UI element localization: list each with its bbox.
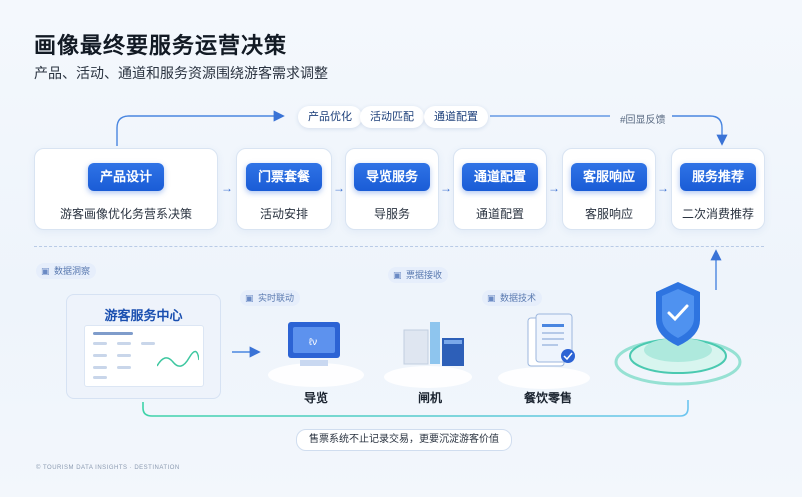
device-label-guide: 导览 (304, 391, 329, 405)
card-guide-service[interactable]: 导览服务 导服务 (345, 148, 439, 230)
page-title: 画像最终要服务运营决策 (34, 33, 288, 58)
arrow-icon: → (657, 181, 669, 195)
tag-realtime-link: 实时联动 (240, 290, 301, 306)
card-desc: 通道配置 (475, 207, 524, 221)
card-ticket-package[interactable]: 门票套餐 活动安排 (236, 148, 332, 230)
pill-activity-match[interactable]: 活动匹配 (360, 106, 424, 128)
arrow-icon: → (221, 181, 233, 195)
shield-platform-icon (614, 282, 742, 386)
tag-data-insight: 数据洞察 (36, 263, 97, 279)
center-title: 游客服务中心 (104, 308, 183, 323)
tag-data-tech: 数据技术 (482, 290, 543, 306)
svg-text:ℓν: ℓν (309, 337, 317, 348)
gate-icon (403, 322, 464, 366)
receipt-icon (527, 313, 575, 367)
footer-caption: © TOURISM DATA INSIGHTS · DESTINATION (36, 465, 180, 471)
visitor-service-center[interactable]: 游客服务中心 (66, 294, 221, 399)
card-product-design[interactable]: 产品设计 游客画像优化务营系决策 (34, 148, 218, 230)
pill-product-optimize[interactable]: 产品优化 (298, 106, 362, 128)
arrow-icon: → (333, 181, 345, 195)
card-badge: 门票套餐 (245, 163, 323, 191)
tag-ticket-receive: 票据接收 (388, 267, 449, 283)
card-service-recommend[interactable]: 服务推荐 二次消费推荐 (671, 148, 765, 230)
card-customer-service[interactable]: 客服响应 客服响应 (562, 148, 656, 230)
bottom-note: 售票系统不止记录交易，更要沉淀游客价值 (296, 429, 512, 451)
card-desc: 导服务 (373, 207, 410, 221)
card-badge: 服务推荐 (679, 163, 757, 191)
card-badge: 客服响应 (570, 163, 648, 191)
card-desc: 活动安排 (259, 207, 308, 221)
card-desc: 二次消费推荐 (681, 207, 754, 221)
card-desc: 游客画像优化务营系决策 (59, 207, 192, 221)
guide-screen-icon: ℓν (288, 322, 340, 366)
page-subtitle: 产品、活动、通道和服务资源围绕游客需求调整 (34, 65, 328, 81)
device-label-retail: 餐饮零售 (524, 391, 573, 405)
arrow-icon: → (548, 181, 560, 195)
device-label-gate: 闸机 (418, 391, 443, 405)
pill-channel-config[interactable]: 通道配置 (424, 106, 488, 128)
dashboard-thumbnail (84, 325, 204, 387)
feedback-label: #回显反馈 (620, 115, 666, 126)
divider (34, 246, 764, 247)
card-badge: 通道配置 (461, 163, 539, 191)
card-desc: 客服响应 (584, 207, 633, 221)
card-channel-config[interactable]: 通道配置 通道配置 (453, 148, 547, 230)
card-badge: 产品设计 (87, 163, 165, 191)
card-badge: 导览服务 (353, 163, 431, 191)
arrow-icon: → (440, 181, 452, 195)
